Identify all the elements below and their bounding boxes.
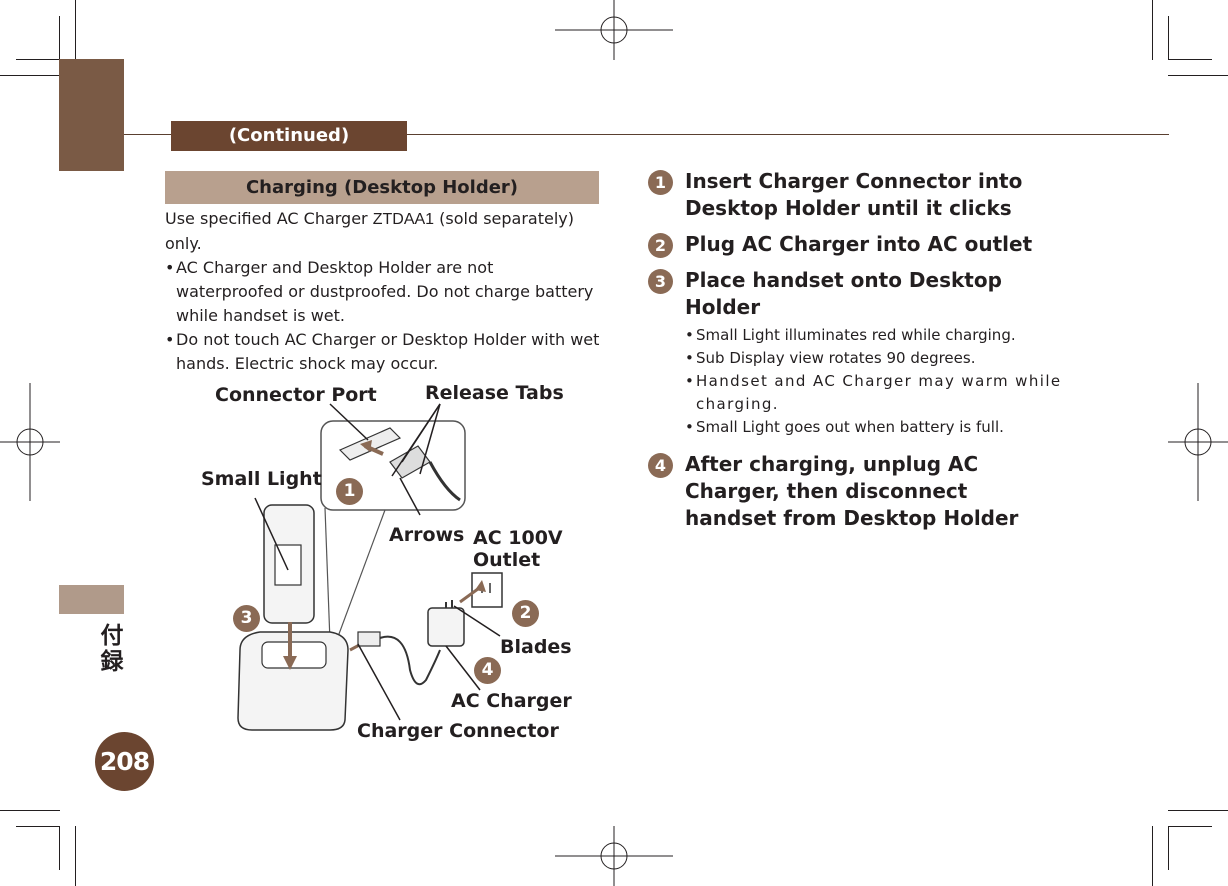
continued-banner: (Continued)	[171, 121, 407, 151]
intro-paragraph: Use specified AC Charger ZTDAA1 (sold se…	[165, 209, 574, 253]
step-2: 2 Plug AC Charger into AC outlet	[648, 231, 1108, 258]
step-text: Plug AC Charger into AC outlet	[685, 232, 1033, 256]
chapter-index-tab	[59, 585, 124, 614]
steps-list: 1 Insert Charger Connector into Desktop …	[648, 168, 1108, 541]
step-4: 4 After charging, unplug AC Charger, the…	[648, 451, 1108, 532]
chapter-tab	[59, 59, 124, 171]
step-number: 4	[648, 453, 673, 478]
caution-bullet: AC Charger and Desktop Holder are not wa…	[165, 256, 605, 328]
step-3-notes: Small Light illuminates red while chargi…	[685, 324, 1108, 439]
label-ac-charger: AC Charger	[451, 690, 572, 712]
caution-bullet: Do not touch AC Charger or Desktop Holde…	[165, 328, 605, 376]
intro-text: Use specified AC Charger ZTDAA1 (sold se…	[165, 207, 605, 376]
step-text: After charging, unplug AC Charger, then …	[685, 452, 1019, 530]
label-connector-port: Connector Port	[215, 384, 377, 406]
note-item: Small Light goes out when battery is ful…	[685, 416, 1108, 439]
note-item: Handset and AC Charger may warm while ch…	[685, 370, 1076, 416]
note-item: Sub Display view rotates 90 degrees.	[685, 347, 1108, 370]
label-release-tabs: Release Tabs	[425, 382, 564, 404]
step-1: 1 Insert Charger Connector into Desktop …	[648, 168, 1108, 222]
step-text: Insert Charger Connector into Desktop Ho…	[685, 169, 1023, 220]
step-3: 3 Place handset onto Desktop Holder	[648, 267, 1108, 321]
label-ac-outlet-line2: Outlet	[473, 549, 541, 571]
step-number: 2	[648, 233, 673, 258]
page-number: 208	[95, 732, 154, 791]
model-number: ZTDAA1	[372, 211, 435, 228]
step-text: Place handset onto Desktop Holder	[685, 268, 1002, 319]
figure-marker-3: 3	[233, 605, 260, 632]
label-blades: Blades	[500, 636, 572, 658]
label-ac-outlet-line1: AC 100V	[473, 527, 563, 549]
registration-mark-bottom	[555, 826, 673, 886]
label-charger-connector: Charger Connector	[357, 720, 559, 742]
section-title: Charging (Desktop Holder)	[165, 171, 599, 204]
figure-marker-1: 1	[336, 478, 363, 505]
ac-charger-drawing	[427, 607, 465, 647]
chapter-label: 付 録	[100, 623, 124, 675]
figure-marker-2: 2	[512, 600, 539, 627]
label-small-light: Small Light	[201, 468, 322, 490]
step-number: 3	[648, 269, 673, 294]
note-item: Small Light illuminates red while chargi…	[685, 324, 1108, 347]
figure-marker-4: 4	[474, 657, 501, 684]
header-rule	[124, 134, 1169, 135]
step-number: 1	[648, 170, 673, 195]
registration-mark-left	[0, 383, 60, 501]
label-arrows: Arrows	[389, 524, 465, 546]
registration-mark-right	[1168, 383, 1228, 501]
registration-mark-top	[555, 0, 673, 60]
